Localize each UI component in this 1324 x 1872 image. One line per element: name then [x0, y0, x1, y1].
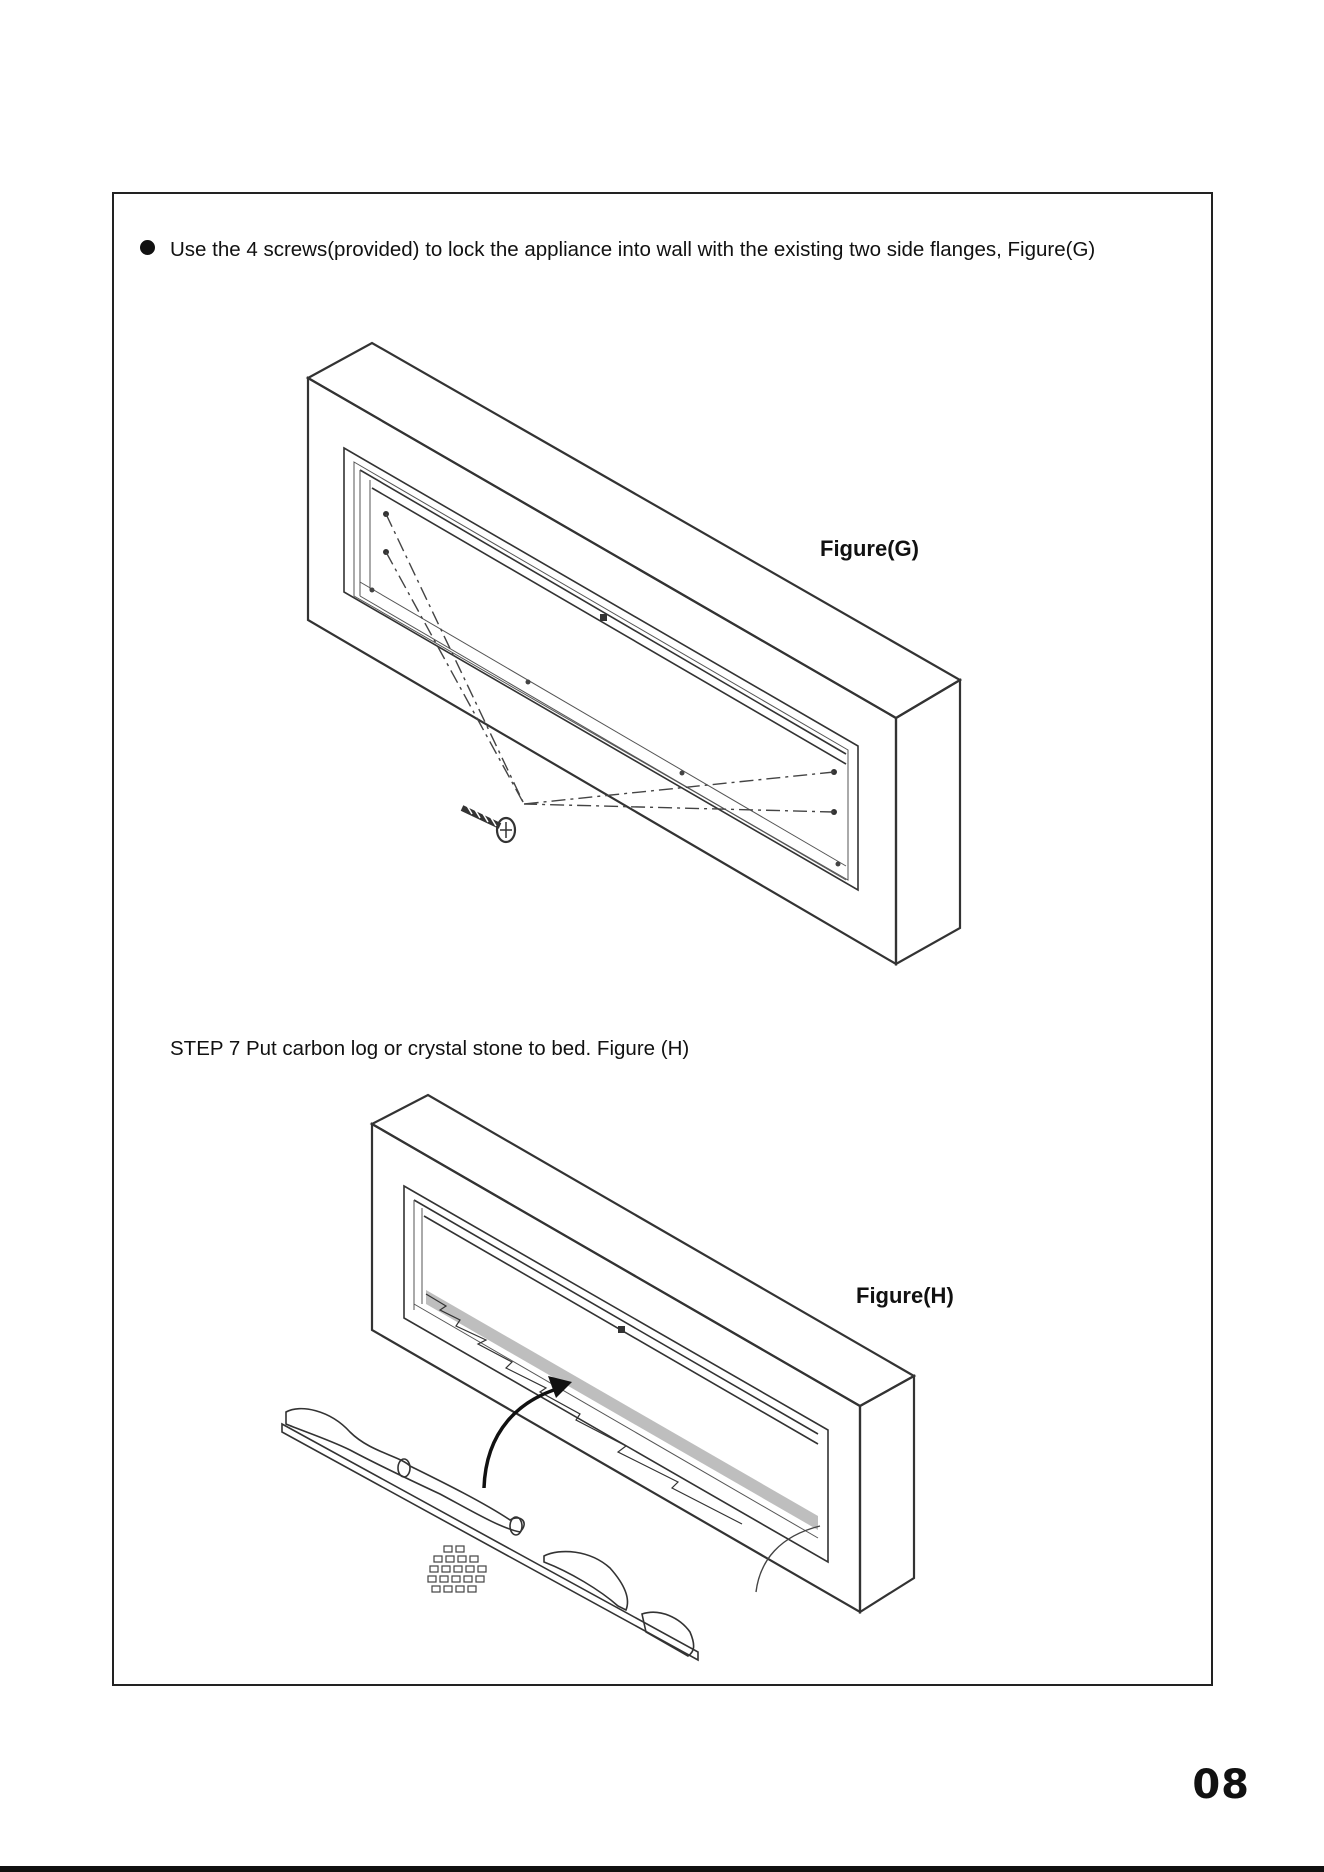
carbon-log-icon	[282, 1409, 698, 1660]
crystal-stone-icon	[428, 1546, 486, 1592]
page-number: 08	[1192, 1762, 1250, 1808]
bottom-edge	[0, 1866, 1324, 1872]
